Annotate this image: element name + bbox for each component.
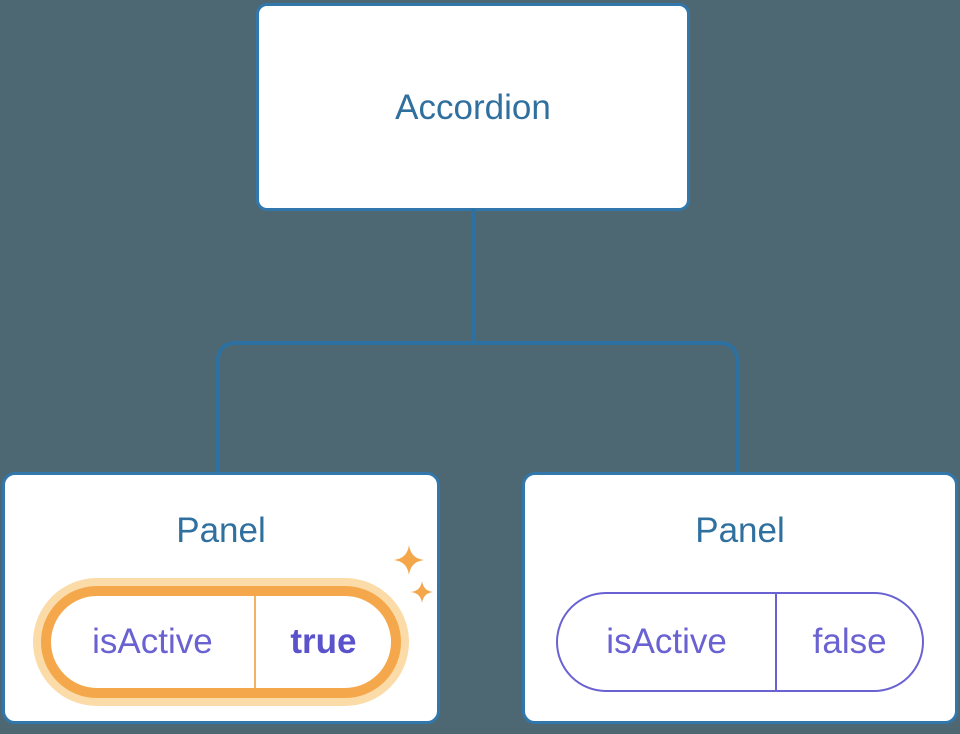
state-pill-inactive: isActive false: [556, 592, 924, 692]
state-value-cell: false: [812, 622, 887, 661]
state-key-cell: isActive: [51, 596, 256, 688]
sparkles-icon: [394, 545, 433, 603]
panel-node-active: Panel isActive true: [2, 472, 440, 724]
connector-stem: [471, 209, 475, 343]
connector-branch: [216, 341, 739, 472]
state-pill-active: isActive true: [41, 586, 401, 698]
state-value-cell: true: [290, 622, 357, 661]
accordion-node: Accordion: [256, 3, 690, 211]
panel-node-label: Panel: [176, 511, 266, 550]
state-key-cell: isActive: [558, 594, 778, 690]
panel-node-inactive: Panel isActive false: [522, 472, 958, 724]
panel-node-label: Panel: [695, 511, 785, 550]
accordion-node-label: Accordion: [395, 87, 551, 127]
